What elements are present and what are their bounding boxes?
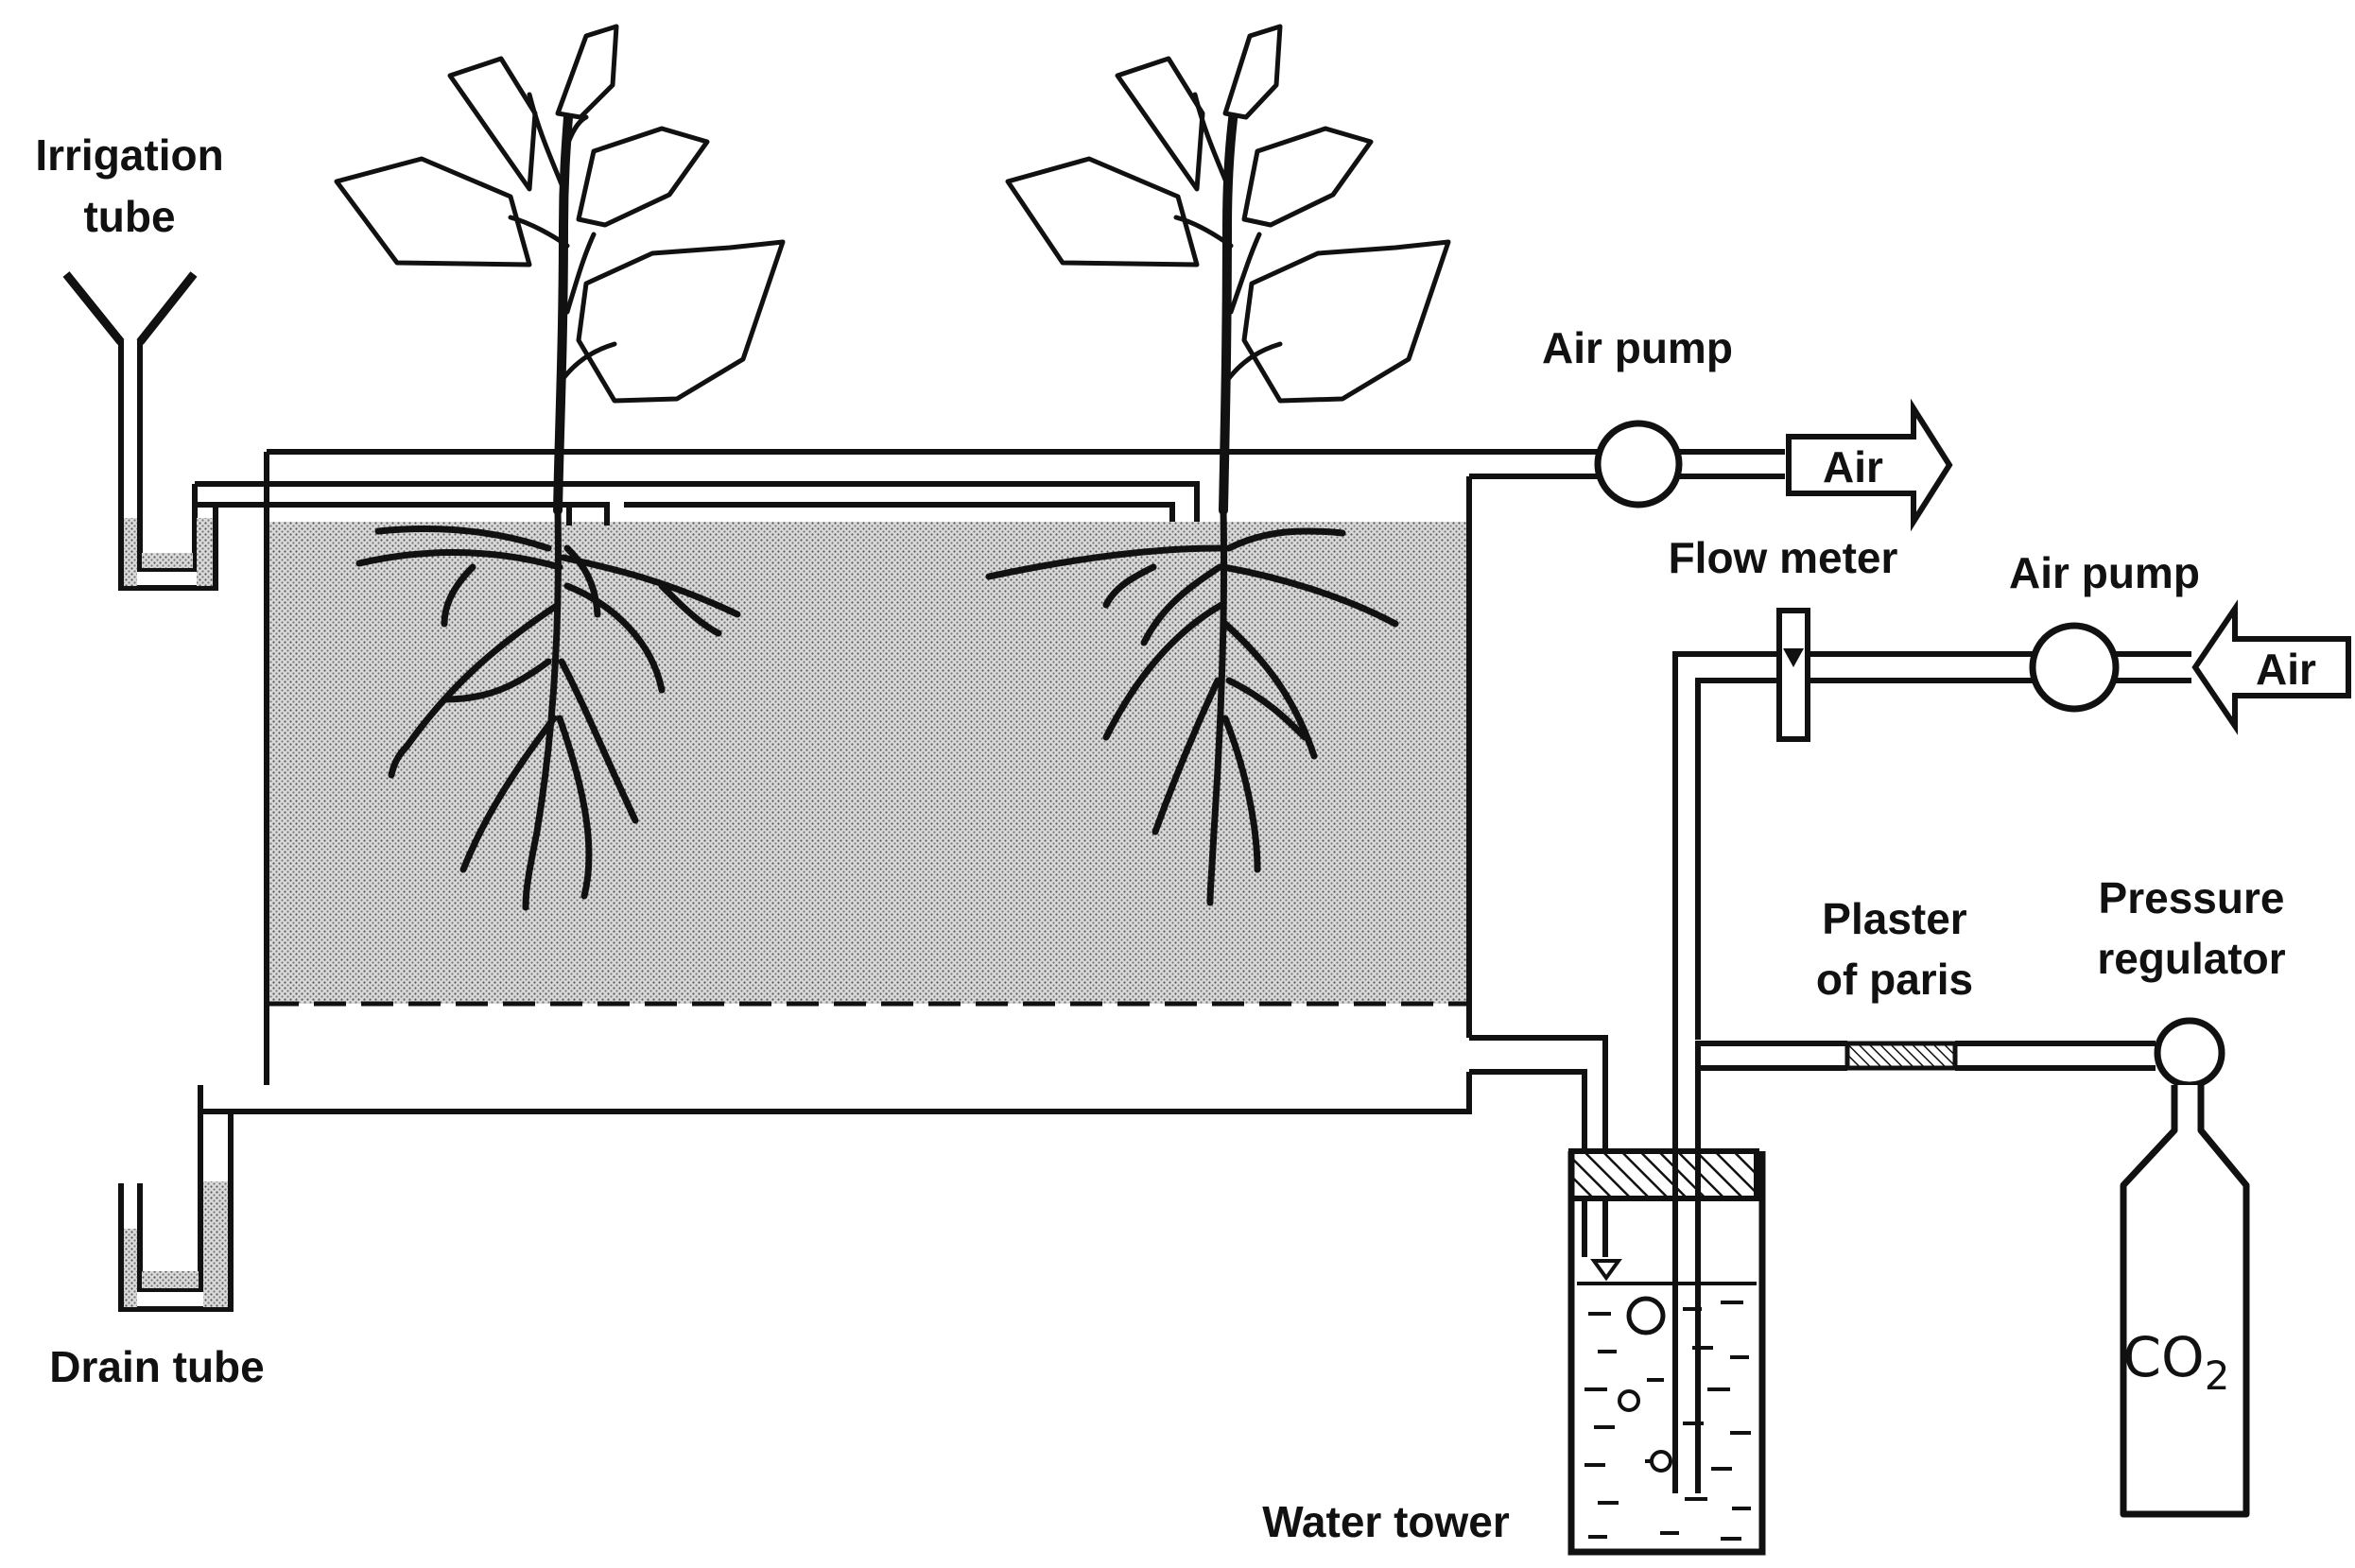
label-co2-main: CO (2123, 1325, 2205, 1389)
label-irrigation-tube-1: Irrigation (35, 130, 223, 180)
leaf (334, 156, 532, 267)
bubble (1650, 1450, 1672, 1473)
air-pump-mid-symbol (2029, 622, 2120, 713)
plant-left (334, 24, 786, 911)
water-tower (1567, 681, 1766, 1556)
label-irrigation-tube-2: tube (83, 192, 175, 241)
label-plaster-2: of paris (1816, 955, 1973, 1004)
label-pressure-1: Pressure (2099, 873, 2285, 922)
plaster-of-paris-plug (1844, 1041, 1958, 1071)
flow-meter-body (1776, 608, 1810, 742)
water-ripples (1584, 1301, 1751, 1541)
plant-right (985, 24, 1451, 906)
water-tower-lid (1568, 1148, 1759, 1201)
label-air-pump-mid: Air pump (2009, 548, 2200, 597)
label-co2: CO2 (2123, 1325, 2230, 1399)
drain-tube (118, 1085, 234, 1312)
growth-medium (267, 522, 1469, 1004)
air-pump-top (1594, 420, 1785, 508)
roots (985, 507, 1399, 906)
flow-meter (1776, 608, 1810, 742)
tank-bottom (198, 1072, 1472, 1114)
leaf (576, 239, 786, 404)
label-air-pump-top: Air pump (1542, 323, 1733, 372)
label-flow-meter: Flow meter (1669, 533, 1898, 582)
leaf (1241, 239, 1451, 404)
label-plaster-1: Plaster (1822, 894, 1967, 943)
label-air-in: Air (2256, 645, 2316, 694)
label-air-out: Air (1823, 442, 1883, 491)
growth-tank (198, 449, 1605, 1114)
label-pressure-2: regulator (2097, 934, 2285, 983)
air-inlet-arrow (2191, 599, 2351, 735)
air-pump-top-symbol (1594, 420, 1683, 508)
co2-line (1695, 1041, 2156, 1071)
leaf (555, 24, 619, 120)
leaf (1241, 126, 1374, 228)
roots (355, 507, 741, 911)
flow-meter-float (1783, 648, 1804, 667)
leaf (576, 126, 710, 228)
irrigation-manifold (192, 481, 1200, 526)
air-pump-mid (2029, 622, 2120, 713)
leaf (1222, 24, 1283, 120)
leaf (447, 56, 538, 192)
tank-bottom-inner (231, 1085, 1437, 1098)
bubble (1618, 1389, 1640, 1412)
label-water-tower: Water tower (1262, 1497, 1510, 1546)
leaf (1115, 56, 1205, 192)
co2-cylinder (2120, 1017, 2250, 1518)
label-co2-sub: 2 (2205, 1353, 2230, 1399)
air-outlet-arrow (1786, 398, 1953, 532)
irrigation-tube (62, 271, 218, 591)
pressure-regulator-symbol (2154, 1017, 2225, 1089)
leaf (1005, 156, 1200, 267)
bubble (1626, 1296, 1666, 1335)
air-supply-line (1672, 651, 2191, 1040)
water-level-marker (1590, 1259, 1622, 1282)
irrigation-water (124, 518, 137, 586)
label-drain-tube: Drain tube (49, 1342, 264, 1391)
co2-cylinder-body (2120, 1085, 2250, 1518)
